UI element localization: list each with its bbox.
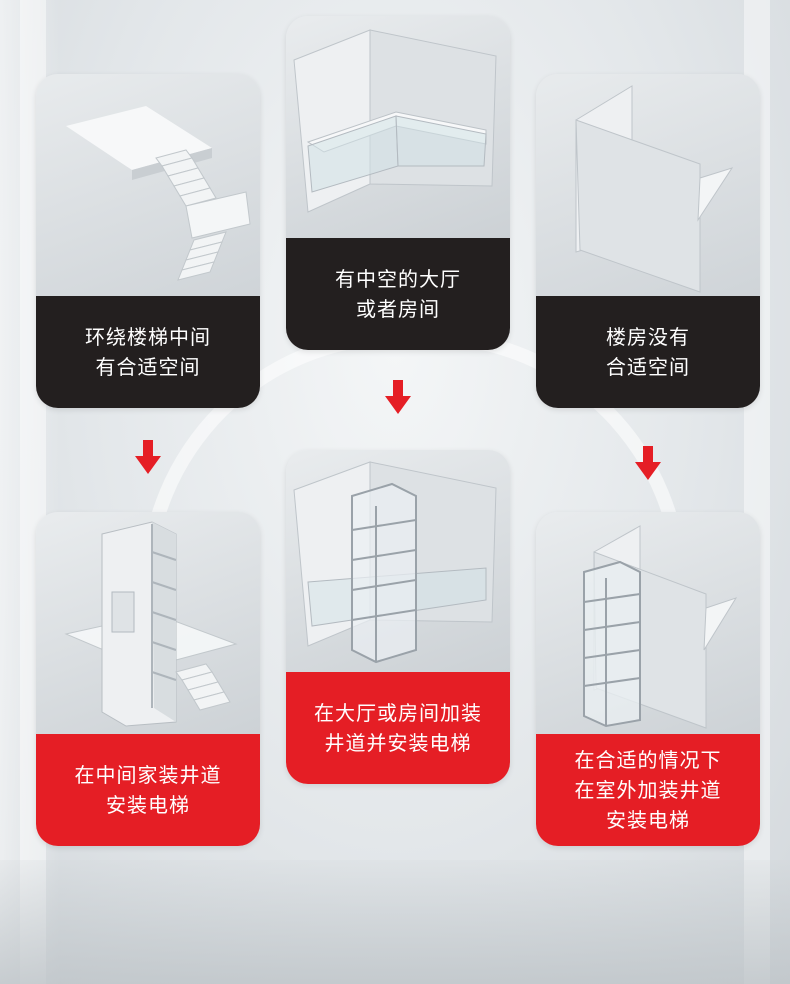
staircase-illustration	[36, 74, 260, 296]
situation-card-staircase: 环绕楼梯中间 有合适空间	[36, 74, 260, 408]
hall-elevator-illustration	[286, 450, 510, 672]
red-down-arrow-icon	[635, 446, 661, 480]
solution-caption: 在大厅或房间加装 井道并安装电梯	[286, 672, 510, 784]
caption-line: 在室外加装井道	[574, 778, 722, 802]
background-floor	[0, 860, 790, 984]
caption-line: 楼房没有	[606, 325, 690, 349]
situation-caption: 有中空的大厅 或者房间	[286, 238, 510, 350]
solution-card-staircase: 在中间家装井道 安装电梯	[36, 512, 260, 846]
situation-caption: 楼房没有 合适空间	[536, 296, 760, 408]
caption-line: 井道并安装电梯	[324, 731, 472, 755]
red-down-arrow-icon	[135, 440, 161, 474]
solution-card-outdoor: 在合适的情况下 在室外加装井道 安装电梯	[536, 512, 760, 846]
situation-card-building: 楼房没有 合适空间	[536, 74, 760, 408]
hall-illustration	[286, 16, 510, 238]
caption-line: 在大厅或房间加装	[314, 701, 482, 725]
caption-line: 合适空间	[606, 355, 690, 379]
caption-line: 环绕楼梯中间	[85, 325, 211, 349]
solution-caption: 在中间家装井道 安装电梯	[36, 734, 260, 846]
caption-line: 在中间家装井道	[74, 763, 222, 787]
caption-line: 安装电梯	[106, 793, 190, 817]
solution-caption: 在合适的情况下 在室外加装井道 安装电梯	[536, 734, 760, 846]
caption-line: 有中空的大厅	[335, 267, 461, 291]
situation-caption: 环绕楼梯中间 有合适空间	[36, 296, 260, 408]
building-illustration	[536, 74, 760, 296]
caption-line: 在合适的情况下	[574, 748, 722, 772]
solution-card-hall: 在大厅或房间加装 井道并安装电梯	[286, 450, 510, 784]
outdoor-elevator-illustration	[536, 512, 760, 734]
caption-line: 有合适空间	[95, 355, 201, 379]
caption-line: 或者房间	[356, 297, 440, 321]
staircase-elevator-illustration	[36, 512, 260, 734]
caption-line: 安装电梯	[606, 808, 690, 832]
situation-card-hall: 有中空的大厅 或者房间	[286, 16, 510, 350]
red-down-arrow-icon	[385, 380, 411, 414]
